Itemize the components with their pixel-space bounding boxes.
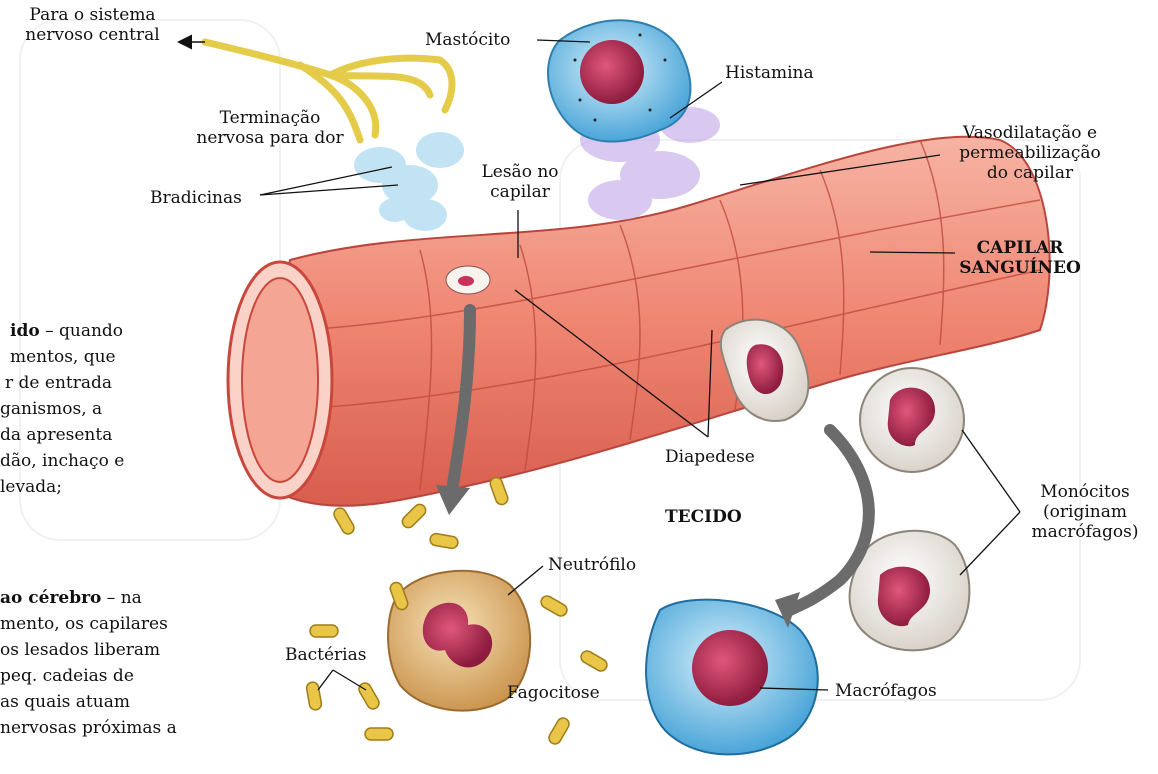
capillary-lesion-label: Lesão no capilar <box>465 162 575 202</box>
bacteria-label: Bactérias <box>285 645 366 665</box>
bradykinin-label: Bradicinas <box>150 188 242 208</box>
side-paragraph-1-bold: ido <box>10 321 40 341</box>
cns-label-line2: nervoso central <box>10 25 175 45</box>
side-paragraph-2-line: mento, os capilares <box>0 611 220 637</box>
histamine-label: Histamina <box>725 63 814 83</box>
nerve-ending-label-line2: nervosa para dor <box>180 128 360 148</box>
cns-label-line1: Para o sistema <box>10 5 175 25</box>
vasodilation-label-line3: do capilar <box>950 163 1110 183</box>
macrophage <box>646 600 818 755</box>
mast-cell <box>548 20 690 141</box>
side-paragraph-2-text: – na <box>101 588 141 608</box>
side-paragraph-1-text: – quando <box>40 321 123 341</box>
blood-capillary-label-line1: CAPILAR <box>955 238 1085 258</box>
diapedesis-label: Diapedese <box>665 447 755 467</box>
capillary-lesion-label-line1: Lesão no <box>465 162 575 182</box>
cns-label: Para o sistema nervoso central <box>10 5 175 45</box>
bradykinin-cloud <box>354 132 464 231</box>
monocytes-label-line1: Monócitos <box>1015 482 1155 502</box>
side-paragraph-2-line: peq. cadeias de <box>0 663 220 689</box>
vasodilation-label-line1: Vasodilatação e <box>950 123 1110 143</box>
side-paragraph-2-line: as quais atuam <box>0 689 220 715</box>
side-paragraph-2-line: os lesados liberam <box>0 637 220 663</box>
side-paragraph-1-line: ganismos, a <box>0 396 180 422</box>
vasodilation-label: Vasodilatação e permeabilização do capil… <box>950 123 1110 183</box>
side-paragraph-1-line: levada; <box>0 474 180 500</box>
side-paragraph-1-line: mentos, que <box>0 344 180 370</box>
side-paragraph-2-bold: ao cérebro <box>0 588 101 608</box>
side-paragraph-1-line: da apresenta <box>0 422 180 448</box>
monocytes-label-line2: (originam <box>1015 502 1155 522</box>
side-paragraph-2-line: ao cérebro – na <box>0 585 220 611</box>
monocytes-label: Monócitos (originam macrófagos) <box>1015 482 1155 542</box>
macrophages-label: Macrófagos <box>835 681 937 701</box>
capillary-lesion-label-line2: capilar <box>465 182 575 202</box>
side-paragraph-1-line: ido – quando <box>0 318 180 344</box>
monocytes-label-line3: macrófagos) <box>1015 522 1155 542</box>
side-paragraph-1-line: dão, inchaço e <box>0 448 180 474</box>
mast-cell-label: Mastócito <box>425 30 510 50</box>
monocyte-top <box>860 368 964 472</box>
side-paragraph-1-line: r de entrada <box>0 370 180 396</box>
neutrophil-label: Neutrófilo <box>548 555 636 575</box>
side-paragraph-2: ao cérebro – na mento, os capilares os l… <box>0 585 220 741</box>
blood-capillary-label-line2: SANGUÍNEO <box>955 258 1085 278</box>
blood-capillary-label: CAPILAR SANGUÍNEO <box>955 238 1085 278</box>
phagocytosis-label: Fagocitose <box>507 683 600 703</box>
nerve-ending-label: Terminação nervosa para dor <box>180 108 360 148</box>
side-paragraph-2-line: nervosas próximas a <box>0 715 220 741</box>
nerve-ending-label-line1: Terminação <box>180 108 360 128</box>
side-paragraph-1: ido – quando mentos, que r de entrada ga… <box>0 318 180 500</box>
tissue-label: TECIDO <box>665 507 742 527</box>
vasodilation-label-line2: permeabilização <box>950 143 1110 163</box>
